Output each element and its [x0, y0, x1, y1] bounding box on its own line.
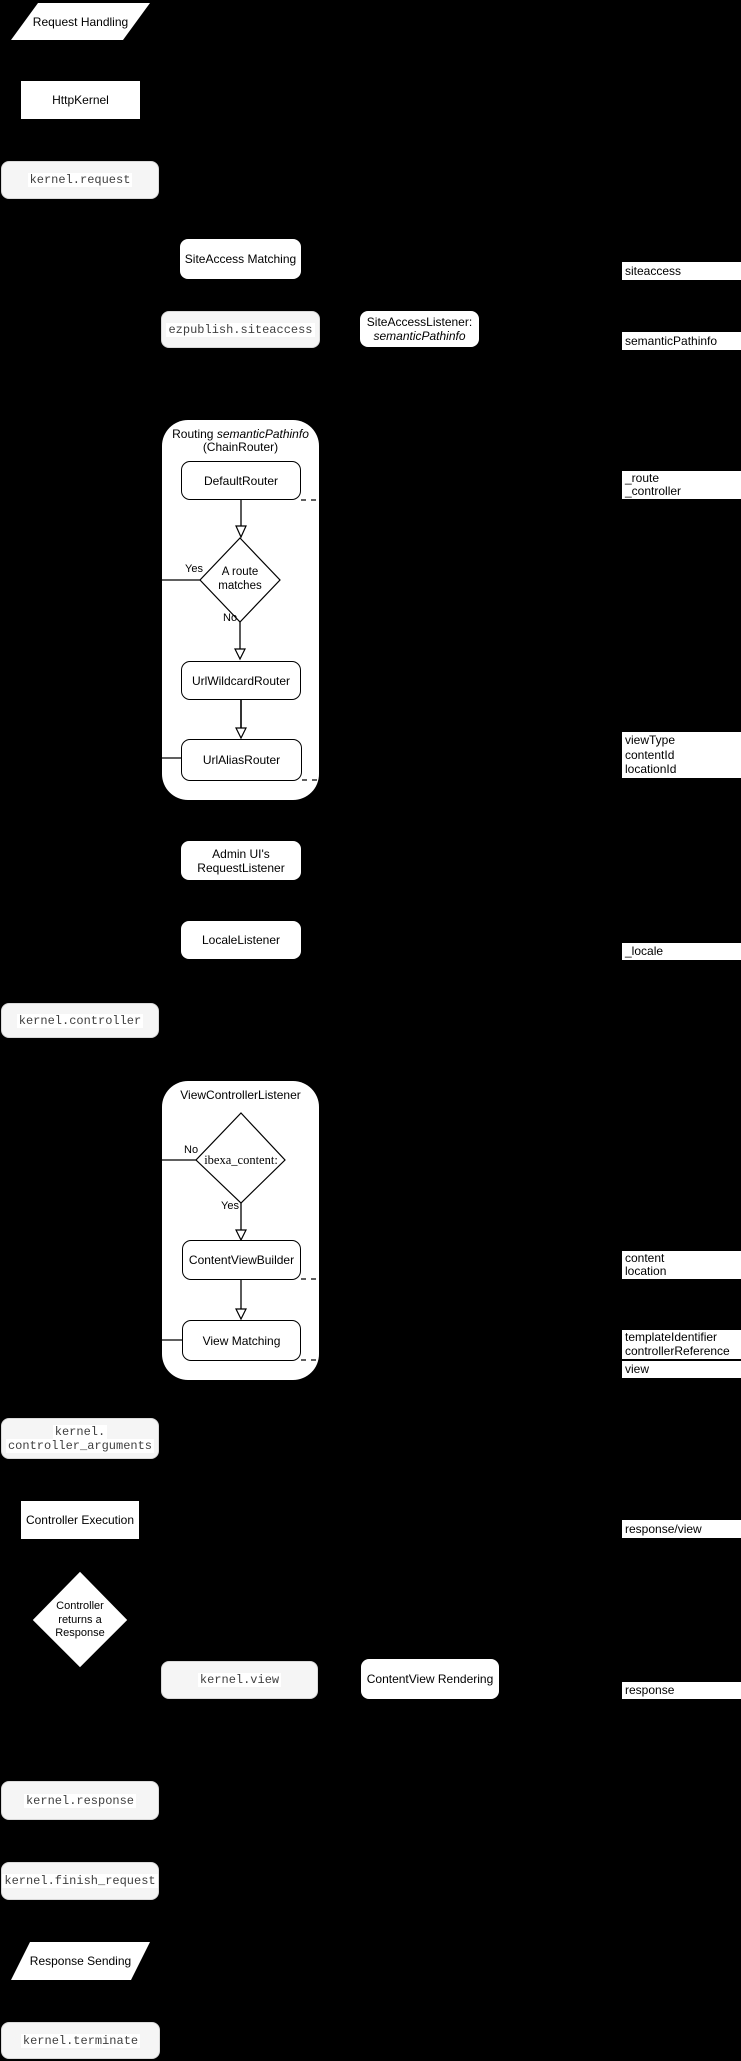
param-bar-route-controller: _route _controller	[622, 471, 741, 499]
route-matches-line1: A route	[221, 566, 259, 578]
urlwildcardrouter-node: UrlWildcardRouter	[181, 661, 301, 700]
controller-execution-label: Controller Execution	[25, 1513, 135, 1527]
param-bar-siteaccess: siteaccess	[622, 262, 741, 280]
param-route: _route	[625, 470, 660, 485]
param-response: response	[625, 1683, 675, 1698]
vcl-no-branch-line	[113, 1159, 196, 1341]
arrowhead-into-urlaliasrouter	[235, 727, 247, 740]
controller-returns-response-diamond-text: Controller returns a Response	[30, 1600, 130, 1641]
param-contentid: contentId	[625, 747, 675, 762]
kernel-response-event-node: kernel.response	[1, 1781, 159, 1820]
kernel-controller-arguments-line1: kernel.	[52, 1424, 108, 1439]
routing-title-text: Routing	[172, 427, 217, 441]
kernel-view-label: kernel.view	[197, 1673, 282, 1687]
param-bar-view: view	[622, 1361, 741, 1378]
admin-request-listener-node: Admin UI's RequestListener	[181, 841, 301, 880]
controller-returns-line1: Controller	[56, 1600, 104, 1612]
param-bar-response: response	[622, 1682, 741, 1699]
kernel-controller-arguments-event-node: kernel. controller_arguments	[1, 1418, 159, 1459]
view-matching-node: View Matching	[182, 1320, 301, 1361]
contentview-rendering-node: ContentView Rendering	[361, 1659, 499, 1699]
route-yes-branch-line	[113, 579, 200, 759]
param-locationid: locationId	[625, 762, 677, 777]
response-sending-parallelogram: Response Sending	[11, 1942, 150, 1980]
contentviewbuilder-node: ContentViewBuilder	[182, 1240, 301, 1280]
param-controllerreference: controllerReference	[625, 1343, 730, 1358]
ibexa-content-diamond-text: ibexa_content:	[204, 1153, 278, 1167]
routing-title-semanticpathinfo: semanticPathinfo	[216, 427, 309, 441]
kernel-terminate-label: kernel.terminate	[20, 2033, 141, 2048]
defaultrouter-node: DefaultRouter	[181, 461, 301, 500]
locale-listener-label: LocaleListener	[201, 933, 281, 947]
kernel-terminate-event-node: kernel.terminate	[1, 2022, 160, 2059]
contentviewbuilder-label: ContentViewBuilder	[188, 1253, 295, 1267]
response-sending-label: Response Sending	[29, 1954, 132, 1968]
param-bar-viewtype-contentid-locationid: viewType contentId locationId	[622, 732, 741, 778]
kernel-request-event-node: kernel.request	[1, 161, 159, 199]
httpkernel-node: HttpKernel	[21, 81, 140, 119]
param-bar-template-controllerref: templateIdentifier controllerReference	[622, 1330, 741, 1359]
siteaccess-matching-node: SiteAccess Matching	[180, 239, 301, 279]
ezpublish-siteaccess-event-node: ezpublish.siteaccess	[161, 311, 320, 348]
vcl-yes-label: Yes	[221, 1200, 239, 1212]
routing-title-chainrouter: (ChainRouter)	[202, 440, 279, 454]
ezpublish-siteaccess-label: ezpublish.siteaccess	[166, 322, 315, 337]
request-handling-label: Request Handling	[32, 14, 129, 29]
route-no-label: No	[223, 612, 238, 624]
param-bar-response-view: response/view	[622, 1520, 741, 1538]
controller-returns-response-diamond-shape	[31, 1570, 129, 1669]
param-location: location	[625, 1264, 667, 1278]
arrowhead-into-contentviewbuilder	[235, 1229, 247, 1242]
kernel-finish-request-label: kernel.finish_request	[2, 1874, 158, 1888]
urlaliasrouter-node: UrlAliasRouter	[181, 739, 302, 781]
param-viewtype: viewType	[625, 733, 676, 748]
param-content: content	[625, 1250, 665, 1265]
view-controller-listener-title: ViewControllerListener	[180, 1088, 301, 1102]
kernel-response-label: kernel.response	[23, 1793, 137, 1808]
admin-request-listener-line2: RequestListener	[197, 860, 285, 875]
urlwildcardrouter-label: UrlWildcardRouter	[191, 673, 291, 688]
param-bar-locale: _locale	[622, 943, 741, 960]
httpkernel-label: HttpKernel	[52, 93, 109, 107]
param-bar-semanticpathinfo: semanticPathinfo	[622, 332, 741, 350]
view-matching-label: View Matching	[202, 1333, 281, 1348]
route-matches-diamond-text: A route matches	[200, 566, 280, 593]
kernel-controller-label: kernel.controller	[16, 1013, 144, 1028]
param-siteaccess: siteaccess	[625, 263, 682, 278]
param-controller: _controller	[625, 484, 682, 498]
param-templateidentifier: templateIdentifier	[625, 1330, 718, 1344]
param-semanticpathinfo: semanticPathinfo	[625, 333, 718, 348]
routing-container-title: Routing semanticPathinfo (ChainRouter)	[167, 428, 314, 454]
route-yes-label: Yes	[185, 563, 203, 575]
siteaccess-listener-label-line1: SiteAccessListener:	[366, 315, 473, 329]
kernel-finish-request-event-node: kernel.finish_request	[1, 1862, 159, 1900]
arrowhead-into-route-decision	[235, 525, 247, 539]
vcl-no-label: No	[184, 1144, 199, 1156]
siteaccess-listener-node: SiteAccessListener: semanticPathinfo	[360, 311, 479, 347]
siteaccess-matching-label: SiteAccess Matching	[184, 252, 297, 266]
controller-returns-line2: returns a	[58, 1613, 102, 1626]
request-handling-parallelogram: Request Handling	[11, 3, 150, 40]
param-locale: _locale	[625, 944, 664, 959]
kernel-controller-event-node: kernel.controller	[1, 1003, 159, 1038]
param-view: view	[625, 1362, 650, 1377]
contentview-rendering-label: ContentView Rendering	[366, 1672, 494, 1686]
param-response-view: response/view	[625, 1521, 702, 1536]
kernel-request-label: kernel.request	[27, 173, 133, 187]
admin-request-listener-line1: Admin UI's	[212, 846, 270, 861]
urlaliasrouter-label: UrlAliasRouter	[202, 753, 281, 767]
route-matches-line2: matches	[218, 579, 262, 592]
locale-listener-node: LocaleListener	[181, 921, 301, 959]
controller-returns-line3: Response	[55, 1627, 105, 1639]
arrowhead-into-viewmatching	[235, 1308, 247, 1321]
controller-execution-node: Controller Execution	[21, 1501, 139, 1539]
kernel-view-event-node: kernel.view	[161, 1661, 318, 1699]
param-bar-content-location: content location	[622, 1251, 741, 1279]
arrowhead-into-urlwildcardrouter	[234, 648, 246, 661]
kernel-controller-arguments-line2: controller_arguments	[5, 1438, 155, 1453]
defaultrouter-label: DefaultRouter	[203, 473, 279, 488]
siteaccess-listener-label-line2: semanticPathinfo	[373, 329, 466, 343]
